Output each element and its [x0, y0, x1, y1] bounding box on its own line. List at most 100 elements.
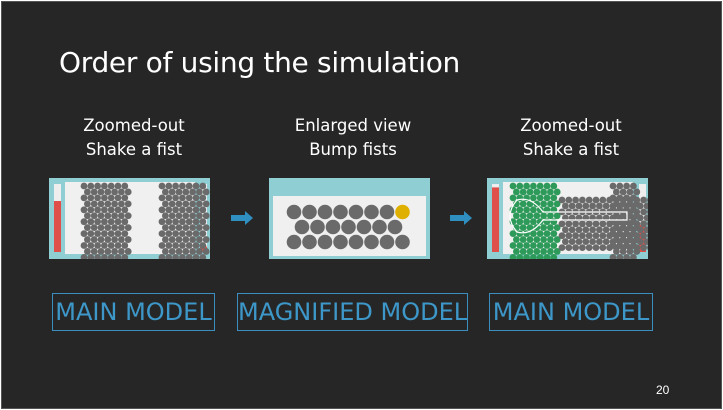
atom: [175, 236, 183, 243]
atom: [202, 236, 210, 243]
atom: [90, 212, 98, 220]
atom: [104, 200, 112, 208]
atom: [192, 206, 200, 214]
atom: [114, 182, 122, 190]
atom: [630, 254, 637, 259]
atom: [592, 196, 600, 204]
atom: [602, 202, 610, 210]
atom: [562, 238, 569, 246]
atom: [192, 194, 200, 202]
atom: [172, 230, 179, 237]
atom: [630, 230, 637, 237]
atom: [158, 254, 166, 259]
atom: [162, 236, 169, 243]
atom: [616, 194, 624, 202]
atom: [97, 188, 105, 196]
atom: [182, 212, 190, 220]
atom: [572, 196, 579, 204]
atom: [530, 206, 537, 214]
atom: [547, 200, 554, 208]
atom: [579, 220, 586, 228]
atom: [585, 232, 593, 240]
atom: [553, 188, 561, 196]
atom: [519, 200, 527, 208]
atom: [540, 188, 547, 196]
atom: [596, 238, 603, 246]
atom: [87, 206, 95, 214]
atom: [185, 230, 193, 237]
atom: [619, 248, 627, 255]
atom: [175, 248, 183, 255]
atom: [94, 182, 101, 190]
atom: [364, 234, 379, 250]
atom: [84, 224, 91, 232]
atom: [609, 254, 617, 259]
atom: [90, 236, 98, 243]
atom: [185, 218, 193, 226]
atom: [536, 254, 544, 259]
atom: [619, 188, 627, 196]
atom: [543, 254, 551, 259]
atom: [565, 244, 573, 251]
atom: [121, 218, 129, 226]
atom: [596, 202, 603, 210]
atom: [87, 242, 95, 249]
atom: [626, 224, 634, 232]
atom: [585, 220, 593, 228]
atom: [592, 220, 600, 228]
atom: [199, 254, 207, 259]
atom: [609, 242, 617, 249]
atom: [199, 182, 207, 190]
atom: [101, 230, 108, 237]
atom: [550, 242, 558, 249]
atom: [97, 236, 105, 243]
atom: [526, 224, 534, 232]
atom: [599, 232, 607, 240]
atom: [182, 236, 190, 243]
atom: [84, 248, 91, 255]
atom: [647, 197, 648, 203]
atom: [643, 202, 648, 210]
atom: [543, 218, 551, 226]
caption-line: Zoomed-out: [83, 116, 185, 135]
atom: [572, 220, 579, 228]
atom: [526, 212, 534, 220]
atom: [513, 248, 520, 255]
atom: [530, 182, 537, 190]
atom: [599, 244, 607, 251]
atom: [185, 206, 193, 214]
atom: [333, 204, 348, 220]
atom: [513, 212, 520, 220]
atom: [107, 194, 115, 202]
atom: [192, 182, 200, 190]
thermometer-level: [200, 246, 207, 252]
atom: [568, 202, 576, 210]
atom: [579, 244, 586, 251]
caption-line: Enlarged view: [294, 116, 412, 135]
atom: [80, 254, 88, 259]
atom: [582, 202, 590, 210]
atom: [372, 219, 387, 235]
atom: [121, 194, 129, 202]
atom: [189, 236, 197, 243]
atom: [575, 226, 583, 234]
atom: [536, 230, 544, 237]
atom: [185, 254, 193, 259]
atom: [616, 182, 624, 190]
atom: [114, 206, 122, 214]
atom: [626, 200, 634, 208]
atom: [633, 188, 641, 196]
atom: [550, 254, 558, 259]
atom: [619, 236, 627, 243]
atom: [294, 219, 310, 235]
atom: [158, 230, 166, 237]
atom: [565, 220, 573, 228]
atom: [547, 248, 554, 255]
atom: [633, 200, 641, 208]
atom: [616, 230, 624, 237]
atom: [118, 212, 125, 220]
atom: [158, 242, 166, 249]
atom: [118, 236, 125, 243]
atom: [172, 254, 179, 259]
atom: [550, 230, 558, 237]
